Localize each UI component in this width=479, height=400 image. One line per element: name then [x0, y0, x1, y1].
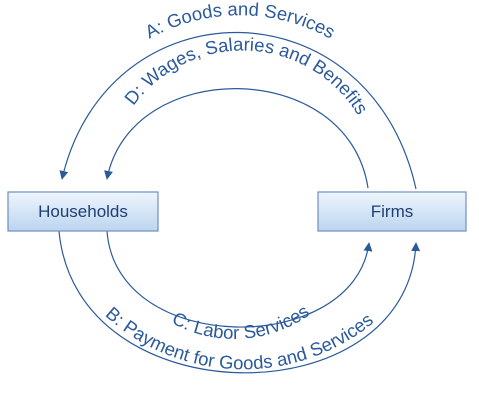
- flow-d-label: D: Wages, Salaries and Benefits: [120, 33, 373, 118]
- flow-c-label-path: C: Labor Services: [169, 300, 312, 343]
- households-box: [7, 191, 159, 232]
- flow-a-goods-services-line: [59, 31, 417, 190]
- households-node: Households: [7, 191, 159, 232]
- flow-b-payment-line: [58, 230, 421, 374]
- flow-c-label: C: Labor Services: [169, 300, 312, 343]
- firms-node: Firms: [317, 191, 467, 232]
- firms-label: Firms: [371, 202, 413, 221]
- flow-d-wages-line: [104, 88, 369, 189]
- households-label: Households: [38, 202, 128, 221]
- firms-box: [317, 191, 467, 232]
- flow-c-labor-services-line: [106, 230, 373, 328]
- flow-d-label-path: D: Wages, Salaries and Benefits: [120, 33, 373, 118]
